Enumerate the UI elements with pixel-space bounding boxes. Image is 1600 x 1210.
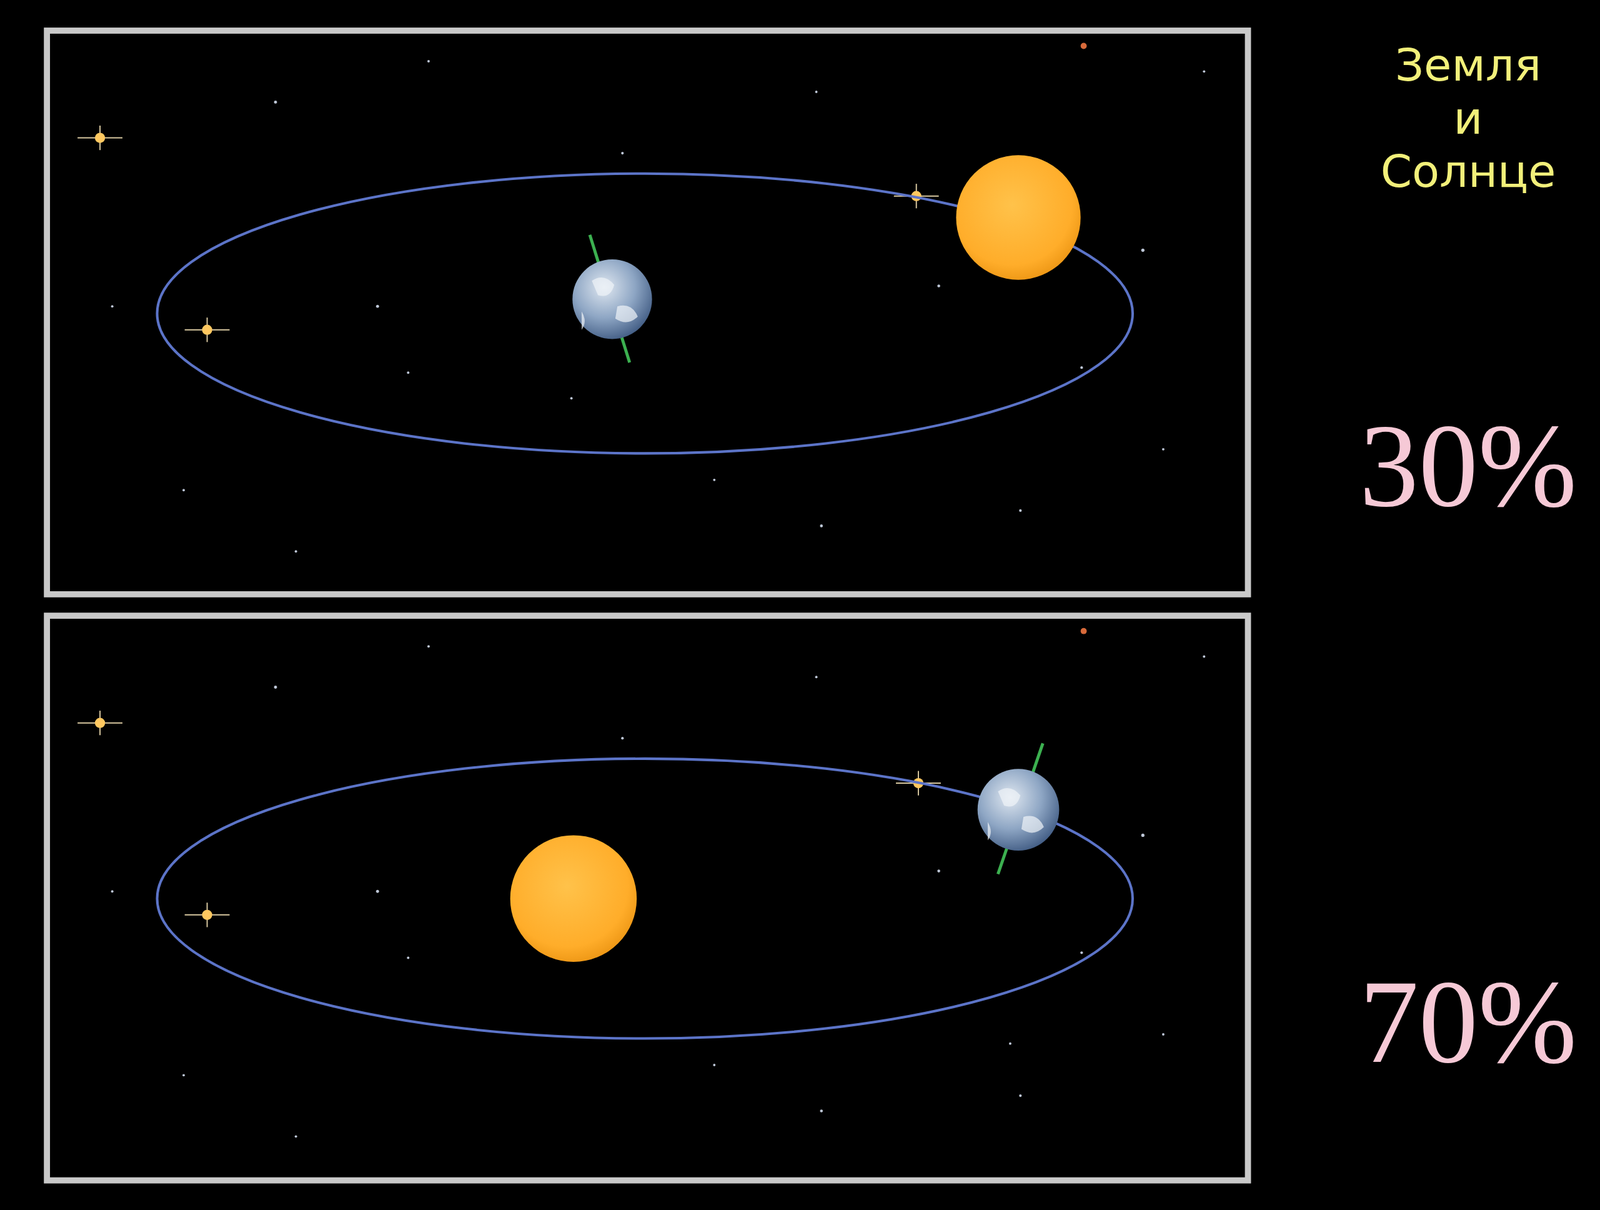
bottom-panel xyxy=(46,615,1248,1180)
top-panel xyxy=(46,30,1248,595)
title: Земля и Солнце xyxy=(1380,38,1557,199)
percent-label: 70% xyxy=(1359,962,1577,1081)
percent-label: 30% xyxy=(1359,406,1577,525)
title-box: Земля и Солнце xyxy=(1343,38,1594,199)
